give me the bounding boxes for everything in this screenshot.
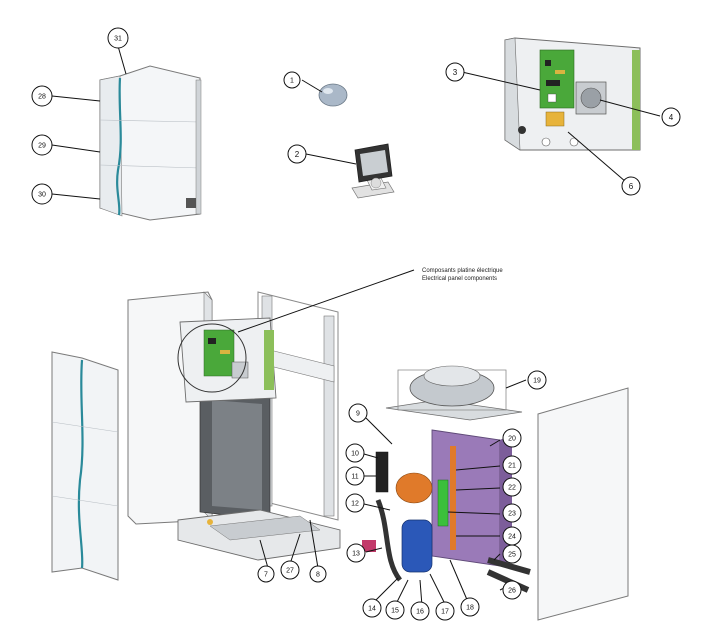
callout-23-label: 23	[508, 511, 516, 518]
callout-19-label: 19	[533, 378, 541, 385]
callout-14: 14	[362, 598, 382, 618]
callout-30: 30	[31, 183, 53, 205]
callout-21: 21	[502, 455, 522, 475]
callout-4-label: 4	[669, 113, 674, 122]
callout-3-label: 3	[453, 68, 458, 77]
refrigerant-module	[362, 365, 531, 593]
callout-31-label: 31	[114, 36, 122, 43]
room-controller-part	[351, 143, 395, 199]
callout-28-label: 28	[38, 94, 46, 101]
callout-6-label: 6	[629, 182, 634, 191]
callout-9-label: 9	[356, 411, 360, 418]
callout-21-label: 21	[508, 463, 516, 470]
front-panel-assembly	[99, 65, 202, 221]
callout-17-label: 17	[441, 609, 449, 616]
callout-7-label: 7	[264, 572, 268, 579]
callout-11: 11	[345, 466, 365, 486]
callout-27: 27	[280, 560, 300, 580]
callout-24-label: 24	[508, 534, 516, 541]
leader-lines	[51, 45, 661, 607]
callout-12-label: 12	[351, 501, 359, 508]
callout-20-label: 20	[508, 436, 516, 443]
frame-assembly	[177, 291, 341, 561]
callout-14-label: 14	[368, 606, 376, 613]
callout-15-label: 15	[391, 608, 399, 615]
callout-2-label: 2	[295, 150, 300, 159]
callout-13: 13	[346, 543, 366, 563]
callout-23: 23	[502, 503, 522, 523]
callout-16: 16	[410, 601, 430, 621]
callout-26: 26	[502, 580, 522, 600]
panel-note: Composants platine électrique Electrical…	[422, 268, 503, 282]
callout-16-label: 16	[416, 609, 424, 616]
callout-24: 24	[502, 526, 522, 546]
right-cover-panel	[537, 387, 629, 621]
callout-13-label: 13	[352, 551, 360, 558]
callout-10: 10	[345, 443, 365, 463]
callout-2: 2	[287, 144, 307, 164]
panel-note-line-2: Electrical panel components	[422, 276, 497, 282]
callout-8: 8	[309, 565, 327, 583]
callout-11-label: 11	[351, 474, 358, 481]
callout-30-label: 30	[38, 192, 46, 199]
callout-22-label: 22	[508, 485, 516, 492]
callout-15: 15	[385, 600, 405, 620]
electrical-box-assembly	[504, 37, 641, 151]
callouts: 31 28 29 30 1 2 3 4 6 19 9 10 11 12 13 2…	[31, 27, 681, 621]
callout-29-label: 29	[38, 143, 46, 150]
callout-7: 7	[257, 565, 275, 583]
callout-25-label: 25	[508, 552, 516, 559]
callout-4: 4	[661, 107, 681, 127]
callout-27-label: 27	[286, 568, 294, 575]
callout-8-label: 8	[316, 572, 320, 579]
callout-12: 12	[345, 493, 365, 513]
callout-25: 25	[502, 544, 522, 564]
callout-20: 20	[502, 428, 522, 448]
callout-18: 18	[460, 597, 480, 617]
callout-3: 3	[445, 62, 465, 82]
panel-note-line-1: Composants platine électrique	[422, 268, 503, 274]
callout-26-label: 26	[508, 588, 516, 595]
front-cover-panel	[51, 351, 119, 581]
callout-29: 29	[31, 134, 53, 156]
callout-22: 22	[502, 477, 522, 497]
callout-6: 6	[621, 176, 641, 196]
callout-18-label: 18	[466, 605, 474, 612]
callout-17: 17	[435, 601, 455, 621]
callout-28: 28	[31, 85, 53, 107]
callout-10-label: 10	[351, 451, 359, 458]
callout-9: 9	[348, 403, 368, 423]
callout-19: 19	[527, 370, 547, 390]
sensor-dome-part	[318, 83, 348, 107]
callout-1: 1	[283, 71, 301, 89]
callout-1-label: 1	[290, 78, 294, 85]
callout-31: 31	[107, 27, 129, 49]
